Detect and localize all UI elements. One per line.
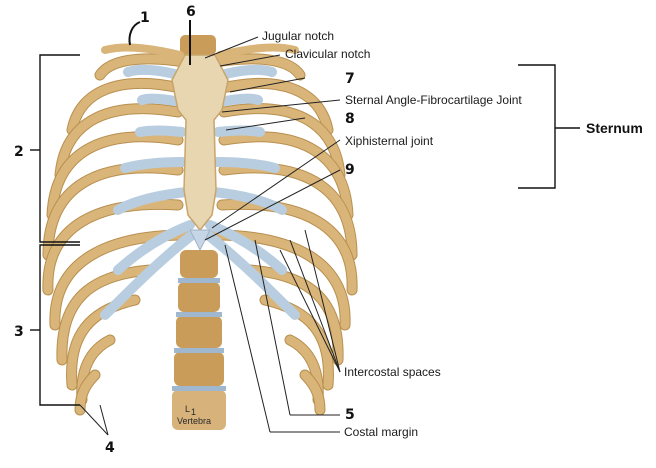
hand-number-2: 2 xyxy=(14,144,24,160)
sternum-bone xyxy=(171,54,229,252)
label-costal-margin: Costal margin xyxy=(344,425,418,439)
hand-number-5: 5 xyxy=(345,407,355,423)
hand-number-8: 8 xyxy=(345,111,355,127)
hand-number-1: 1 xyxy=(140,10,150,26)
costal-cartilages xyxy=(100,64,300,320)
label-sternal-angle: Sternal Angle-Fibrocartilage Joint xyxy=(345,93,522,107)
hand-number-7: 7 xyxy=(345,71,355,87)
hand-number-9: 9 xyxy=(345,162,355,178)
leader-lines xyxy=(204,36,341,433)
left-brackets xyxy=(30,54,109,436)
vertebra-sub: 1 xyxy=(191,407,196,417)
label-jugular-notch: Jugular notch xyxy=(262,29,334,43)
hand-number-4: 4 xyxy=(105,440,115,456)
clavicles xyxy=(101,43,299,59)
sternum-bracket xyxy=(518,64,556,189)
vertebra-letter: L xyxy=(185,404,190,414)
hand-number-6: 6 xyxy=(186,4,196,20)
vertebra-label: Vertebra xyxy=(177,416,211,426)
label-intercostal-spaces: Intercostal spaces xyxy=(344,365,441,379)
handwritten-annotations: 1 6 2 3 4 7 8 9 5 xyxy=(14,4,355,456)
label-clavicular-notch: Clavicular notch xyxy=(285,47,370,61)
label-sternum: Sternum xyxy=(586,120,643,136)
label-xiphisternal-joint: Xiphisternal joint xyxy=(345,134,434,148)
hand-number-3: 3 xyxy=(14,324,24,340)
